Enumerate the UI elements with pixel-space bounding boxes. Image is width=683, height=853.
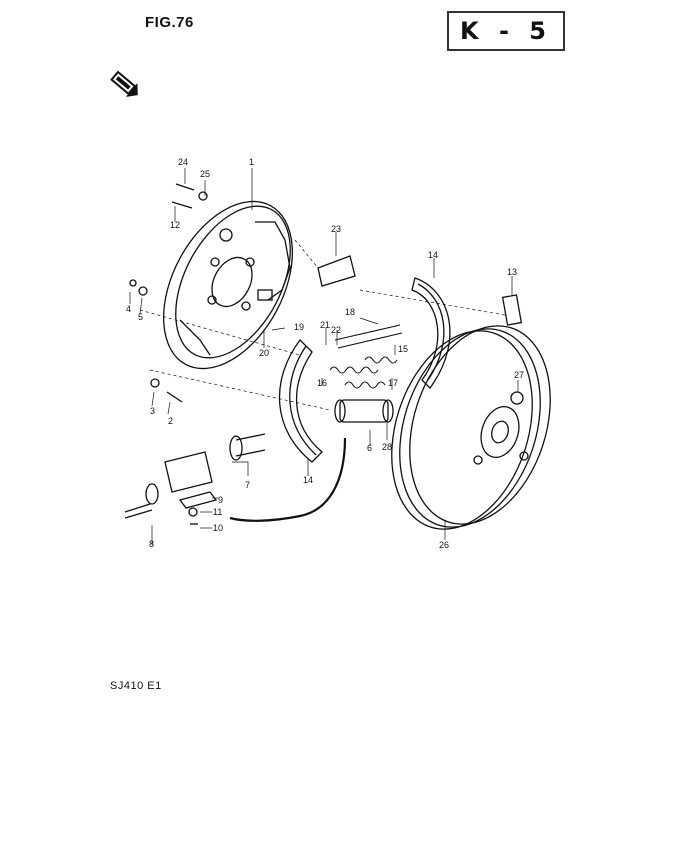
callout-4: 4	[126, 304, 131, 314]
callout-24: 24	[178, 157, 188, 167]
callout-11: 11	[213, 507, 222, 517]
brake-shoe-left	[278, 339, 323, 463]
callout-9: 9	[218, 495, 223, 505]
callout-10: 10	[213, 523, 223, 533]
callout-28: 28	[382, 442, 392, 452]
return-springs	[329, 324, 403, 389]
lower-hardware	[124, 433, 266, 525]
figure-title: FIG.76	[145, 14, 194, 31]
callout-25: 25	[200, 169, 210, 179]
page-code-box: K - 5	[447, 11, 565, 51]
callout-20: 20	[259, 348, 269, 358]
callout-21: 21	[320, 320, 330, 330]
wheel-cylinder	[334, 399, 394, 423]
callout-17: 17	[388, 378, 398, 388]
adjuster-lever	[317, 255, 356, 287]
callout-26: 26	[439, 540, 449, 550]
fasteners	[129, 183, 208, 403]
brake-cable	[229, 437, 347, 522]
callout-14-right: 14	[428, 250, 438, 260]
callout-12: 12	[170, 220, 180, 230]
callout-5: 5	[138, 312, 143, 322]
shoe-clip	[501, 294, 523, 326]
model-code: SJ410 E1	[110, 680, 162, 692]
callout-leaders	[129, 168, 519, 545]
callout-23: 23	[331, 224, 341, 234]
brake-shoe-right	[411, 277, 451, 389]
callout-14-left: 14	[303, 475, 313, 485]
callout-22: 22	[331, 325, 341, 335]
callout-16: 16	[317, 378, 327, 388]
callout-7: 7	[245, 480, 250, 490]
callout-3: 3	[150, 406, 155, 416]
brake-drum	[391, 325, 551, 530]
callout-18: 18	[345, 307, 355, 317]
callout-1: 1	[249, 157, 254, 167]
callout-27: 27	[514, 370, 524, 380]
callout-19: 19	[294, 322, 304, 332]
callout-8: 8	[149, 539, 154, 549]
callout-2: 2	[168, 416, 173, 426]
backing-plate	[162, 200, 294, 370]
callout-13: 13	[507, 267, 517, 277]
leader-lines	[139, 239, 506, 411]
callout-15: 15	[398, 344, 408, 354]
callout-numbers: 1 2 3 4 5 6 7 8 9 10 11 12 13 14 14 15 1…	[126, 157, 524, 550]
front-arrow-icon	[110, 70, 138, 97]
callout-6: 6	[367, 443, 372, 453]
